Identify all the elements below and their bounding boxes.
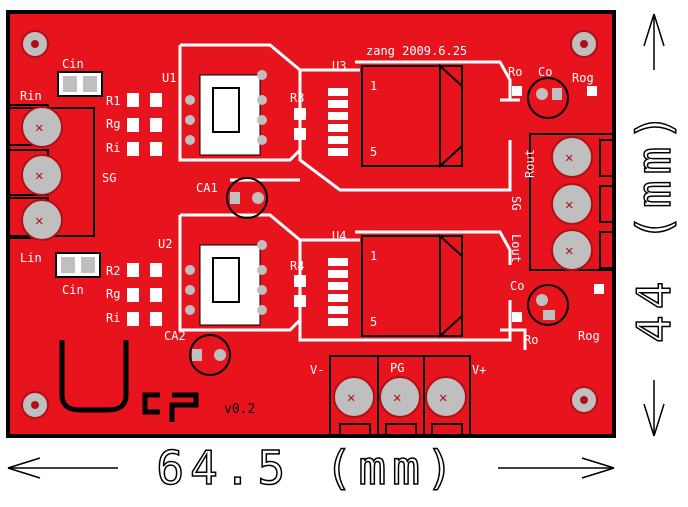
- label-rg-b: Rg: [106, 287, 120, 301]
- label-u1: U1: [162, 71, 176, 85]
- svg-text:✕: ✕: [565, 197, 573, 213]
- label-pin5-top: 5: [370, 145, 377, 159]
- label-pin1-bottom: 1: [370, 249, 377, 263]
- label-ri-b: Ri: [106, 311, 120, 325]
- svg-text:✕: ✕: [393, 390, 401, 406]
- label-date: zang 2009.6.25: [366, 44, 467, 58]
- label-cin-bottom: Cin: [62, 283, 84, 297]
- mounting-holes: [21, 30, 598, 419]
- label-vminus: V-: [310, 363, 324, 377]
- label-sg-left: SG: [102, 171, 116, 185]
- svg-text:✕: ✕: [565, 243, 573, 259]
- width-dimension: 64.5 (mm): [7, 440, 615, 496]
- label-r2-b: R2: [106, 264, 120, 278]
- svg-text:✕: ✕: [565, 150, 573, 166]
- co-capacitor-bottom: [512, 284, 604, 326]
- label-ca2: CA2: [164, 329, 186, 343]
- label-co-top: Co: [538, 65, 552, 79]
- r3-resistor: [294, 108, 306, 140]
- input-connector-block: ✕ ✕ ✕: [7, 104, 95, 241]
- cin-jumper-bottom: [55, 252, 101, 278]
- u3-ic: [328, 63, 463, 169]
- label-pin5-bottom: 5: [370, 315, 377, 329]
- label-version: v0.2: [224, 402, 255, 417]
- label-rog-top: Rog: [572, 71, 594, 85]
- label-cin-top: Cin: [62, 57, 84, 71]
- label-u3: U3: [332, 59, 346, 73]
- r4-resistor: [294, 275, 306, 307]
- label-rout: Rout: [523, 149, 537, 178]
- label-lin: Lin: [20, 251, 42, 265]
- u1-chip: [185, 70, 267, 156]
- label-ri-a: Ri: [106, 141, 120, 155]
- u4-ic: [328, 233, 463, 339]
- svg-text:✕: ✕: [439, 390, 447, 406]
- power-connector-block: ✕ ✕ ✕: [329, 355, 471, 437]
- svg-text:✕: ✕: [35, 120, 43, 136]
- u2-chip: [185, 240, 267, 326]
- label-r1-a: R1: [106, 94, 120, 108]
- height-dimension: 44 (mm): [626, 13, 682, 437]
- ca1-capacitor: [226, 177, 268, 219]
- svg-text:✕: ✕: [35, 213, 43, 229]
- label-lout: Lout: [509, 234, 523, 263]
- input-resistors-top: [127, 93, 162, 156]
- svg-text:✕: ✕: [347, 390, 355, 406]
- label-r3: R3: [290, 91, 304, 105]
- label-pin1-top: 1: [370, 79, 377, 93]
- label-ro-bottom: Ro: [524, 333, 538, 347]
- cin-jumper-top: [57, 71, 103, 97]
- label-rin: Rin: [20, 89, 42, 103]
- svg-text:✕: ✕: [35, 168, 43, 184]
- height-dimension-label: 44 (mm): [627, 107, 681, 343]
- channel-2-traces: [178, 213, 527, 350]
- ucp-logo: [59, 340, 199, 422]
- ca2-capacitor: [189, 334, 231, 376]
- width-dimension-label: 64.5 (mm): [156, 441, 459, 495]
- output-connector-block: ✕ ✕ ✕: [529, 133, 615, 271]
- board-outline: [6, 10, 616, 438]
- label-ca1: CA1: [196, 181, 218, 195]
- label-u2: U2: [158, 237, 172, 251]
- label-co-bottom: Co: [510, 279, 524, 293]
- input-resistors-bottom: [127, 263, 162, 326]
- label-vplus: V+: [472, 363, 486, 377]
- label-rog-bottom: Rog: [578, 329, 600, 343]
- label-rg-a: Rg: [106, 117, 120, 131]
- label-r4: R4: [290, 259, 304, 273]
- label-u4: U4: [332, 229, 346, 243]
- label-ro-top: Ro: [508, 65, 522, 79]
- label-pg: PG: [390, 361, 404, 375]
- label-sg-right: SG: [509, 196, 523, 210]
- silk-labels: Cin Rin R1 Rg Ri SG U1 R3 U3 zang 2009.6…: [20, 44, 600, 417]
- co-capacitor-top: [512, 77, 597, 119]
